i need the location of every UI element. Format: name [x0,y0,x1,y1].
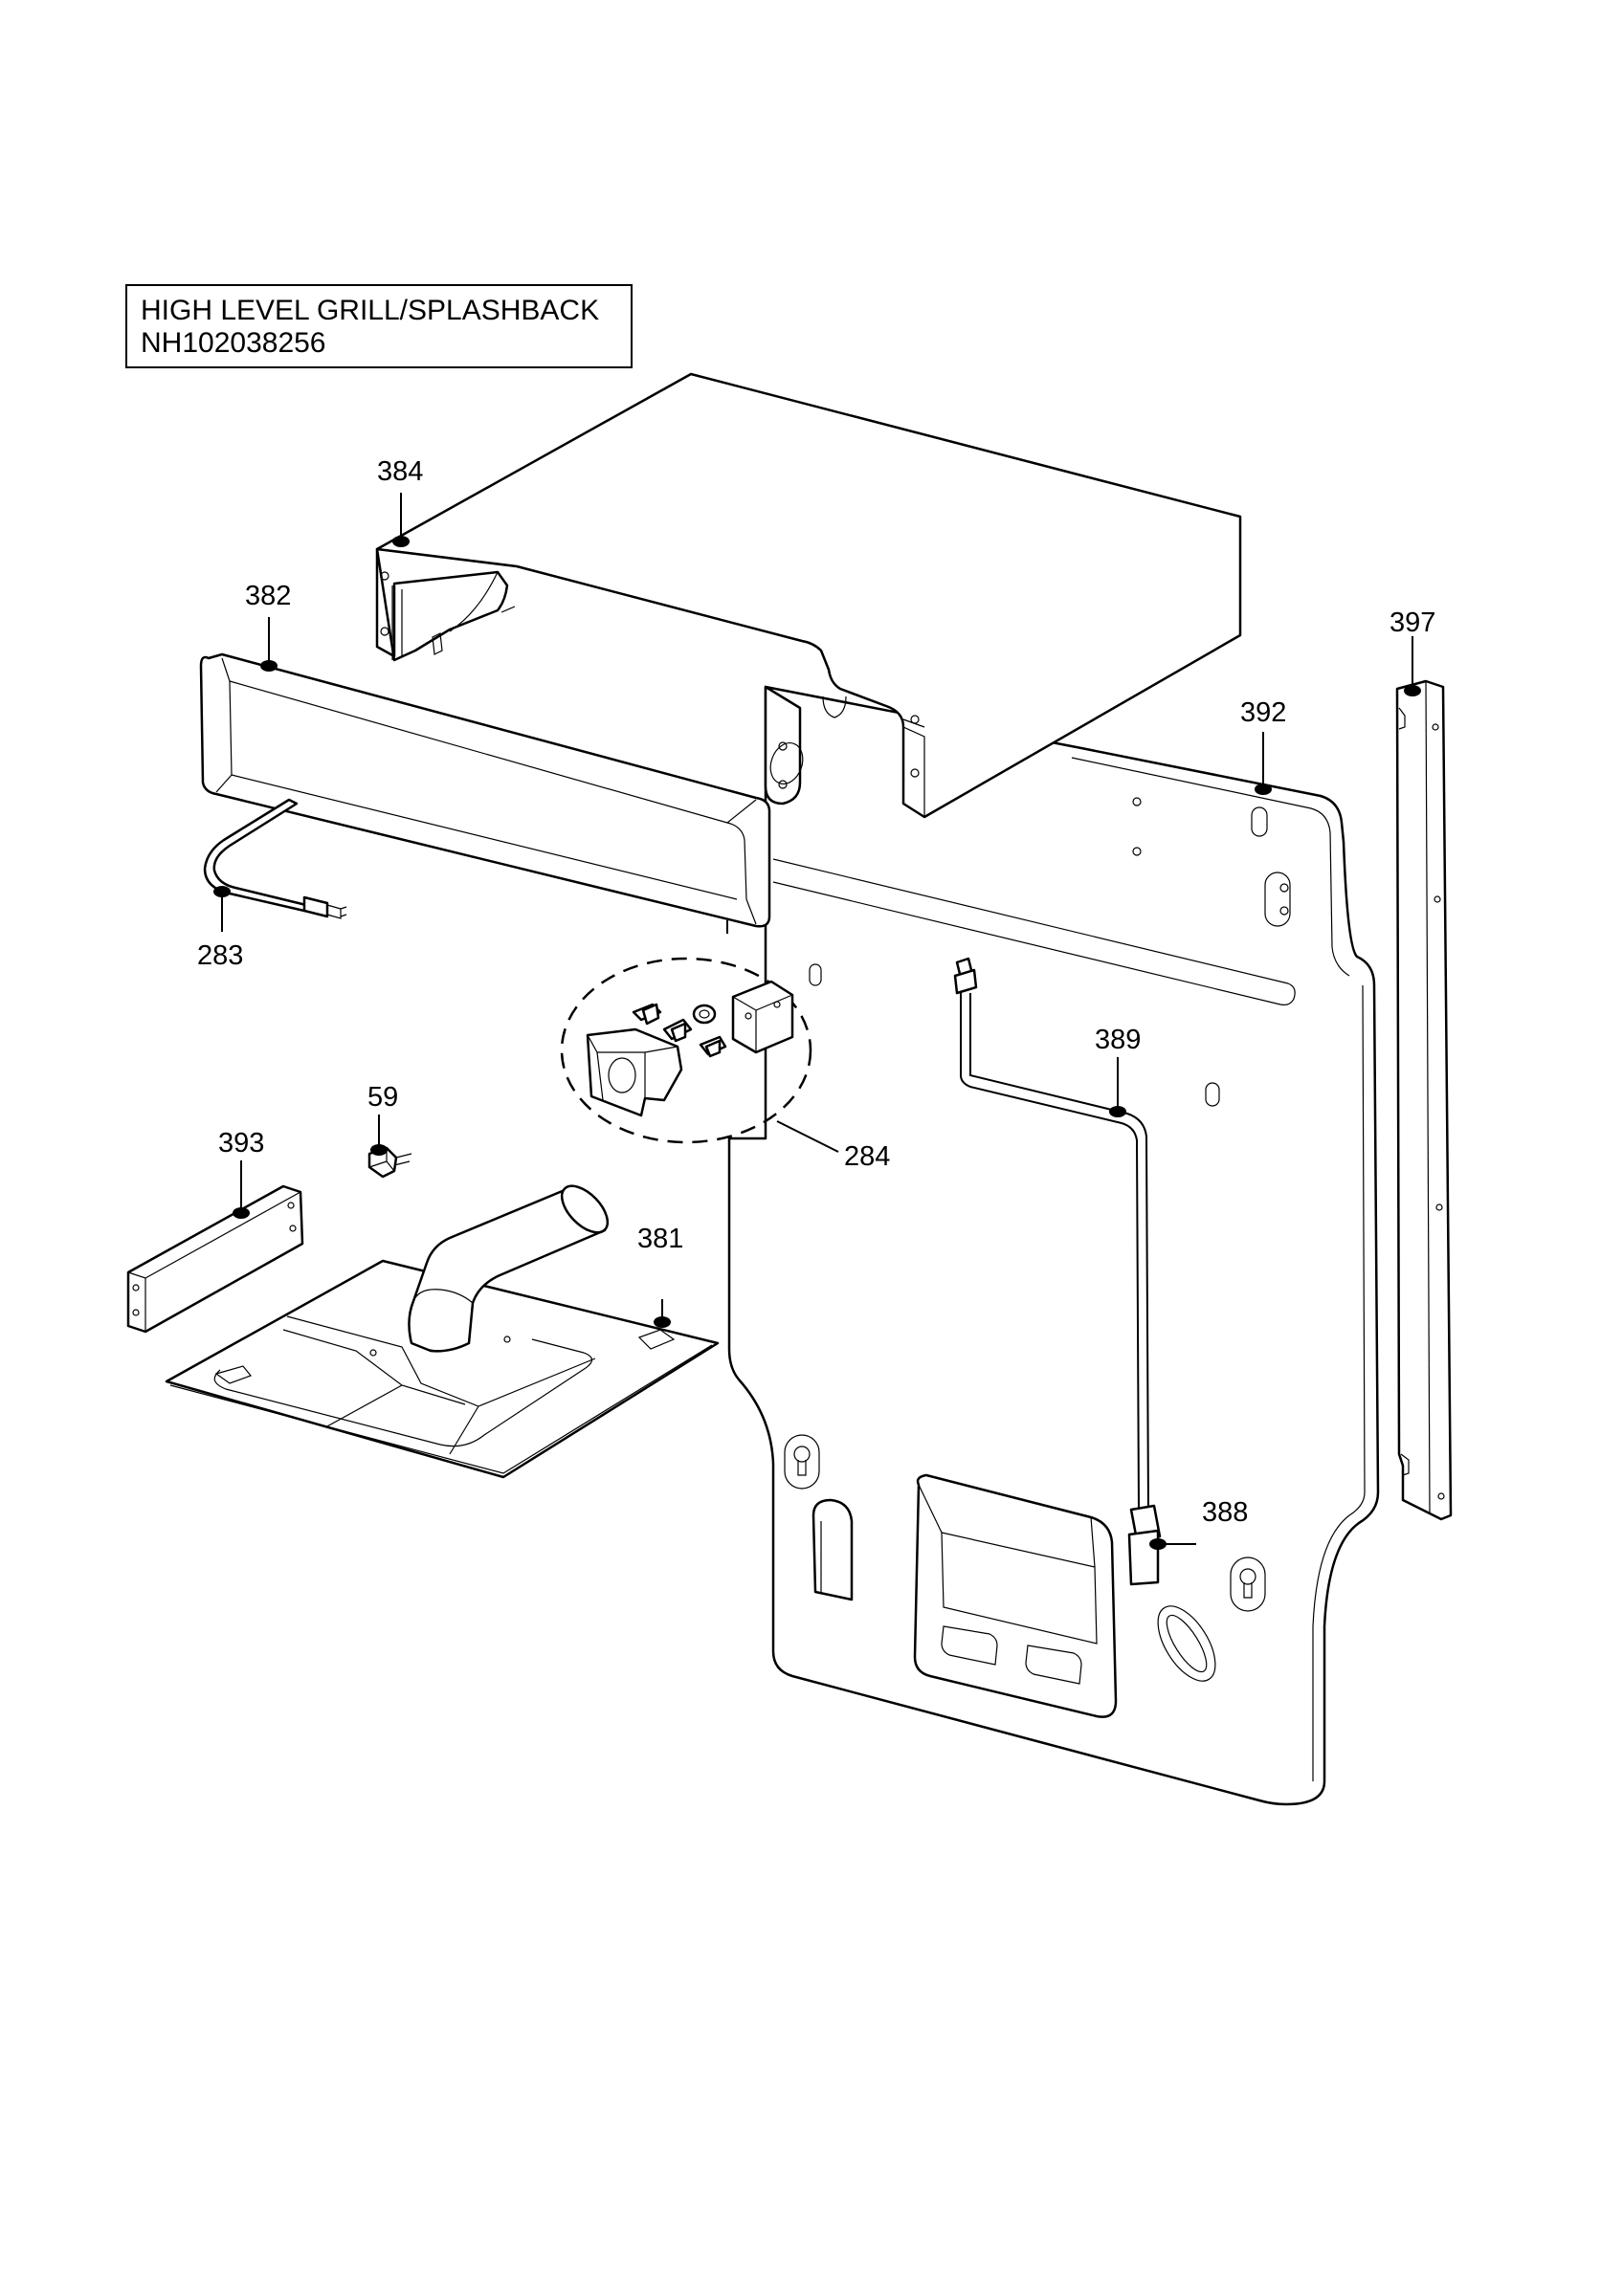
part-393-angle-bracket [126,1184,304,1334]
callout-388: 388 [1202,1497,1248,1528]
callout-397: 397 [1390,607,1435,638]
callout-283: 283 [197,940,243,971]
callout-284: 284 [844,1141,890,1172]
part-283-cable [203,798,347,919]
part-381-deflector-plate [165,1184,720,1479]
callout-384: 384 [377,456,423,487]
callout-392: 392 [1240,697,1286,728]
diagram-title: HIGH LEVEL GRILL/SPLASHBACK [141,295,600,326]
part-382-grill-front [199,652,771,934]
callout-59: 59 [367,1082,398,1113]
callout-381: 381 [637,1224,683,1254]
callout-389: 389 [1095,1025,1141,1055]
callout-labels: 384 382 397 392 283 389 59 393 284 381 3… [197,456,1435,1528]
diagram-title-box: HIGH LEVEL GRILL/SPLASHBACK NH102038256 [125,284,633,368]
part-384-hood [375,372,1242,819]
part-397-side-trim [1395,679,1453,1521]
callout-leaders [213,493,1421,1550]
callout-393: 393 [218,1128,264,1159]
part-392-back-panel [727,685,1380,1806]
diagram-part-number: NH102038256 [141,327,326,359]
part-284-bracket-kit [560,957,812,1144]
callout-382: 382 [245,581,291,611]
